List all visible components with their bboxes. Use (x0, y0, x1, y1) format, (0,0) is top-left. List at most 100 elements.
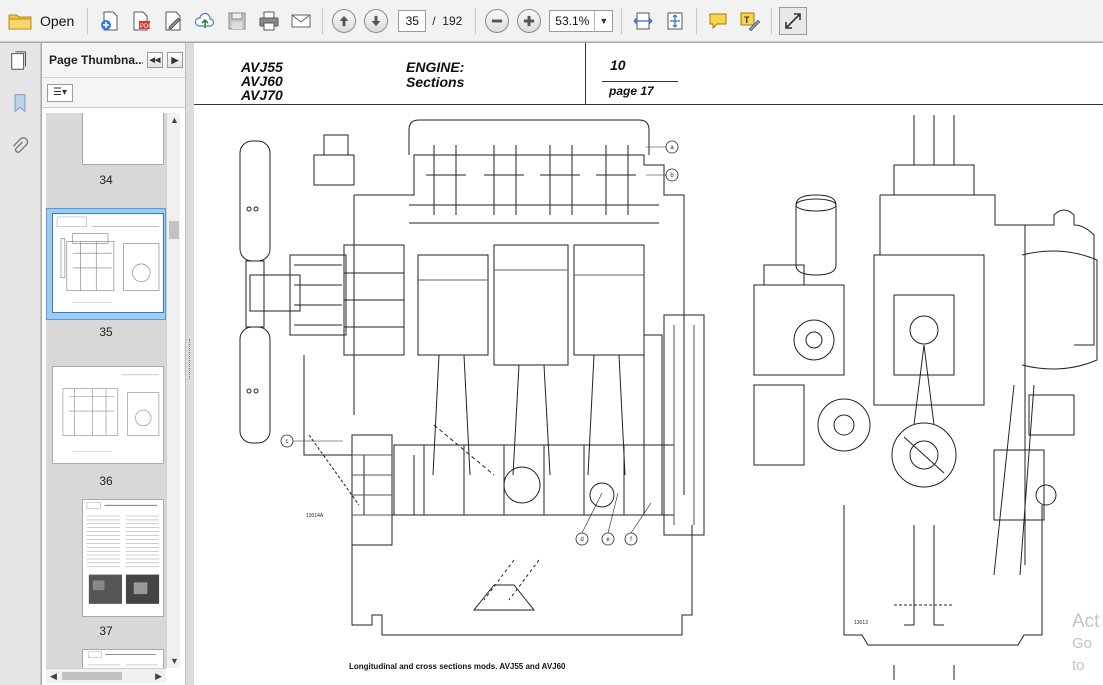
scroll-down-arrow[interactable]: ▼ (170, 656, 179, 666)
model-list: AVJ55 AVJ60 AVJ70 (241, 60, 283, 102)
figure-code: 13013 (854, 620, 868, 626)
model-name: AVJ60 (241, 73, 283, 89)
create-pdf-icon (101, 11, 118, 30)
upload-button[interactable] (191, 7, 219, 35)
edit-icon (165, 11, 181, 30)
svg-text:PDF: PDF (140, 24, 152, 30)
thumbnail-label: 36 (99, 474, 113, 488)
panel-collapse-button[interactable]: ◀◀ (147, 52, 163, 68)
main-toolbar: Open PDF / 192 ▼ (0, 0, 1103, 42)
fullscreen-icon (785, 12, 802, 29)
thumbnail-vertical-scrollbar[interactable]: ▲ ▼ (166, 113, 180, 668)
comment-button[interactable] (704, 7, 732, 35)
email-icon (291, 14, 311, 27)
create-pdf-button[interactable] (95, 7, 123, 35)
zoom-in-icon (524, 15, 535, 26)
print-icon (259, 11, 279, 30)
options-menu-button[interactable]: ☰▾ (47, 83, 73, 102)
highlight-button[interactable]: T (736, 7, 764, 35)
callout-label: e (606, 537, 610, 543)
thumbnail-label: 34 (99, 173, 113, 187)
splitter-grip[interactable] (189, 339, 191, 379)
toolbar-separator (475, 7, 477, 34)
toolbar-separator (621, 7, 623, 34)
scroll-right-arrow[interactable]: ▶ (155, 671, 162, 681)
email-button[interactable] (287, 7, 315, 35)
scroll-up-arrow[interactable]: ▲ (170, 115, 179, 125)
panel-splitter[interactable] (186, 43, 194, 685)
fullscreen-button[interactable] (779, 6, 808, 35)
zoom-out-button[interactable] (483, 7, 511, 35)
thumbnail-horizontal-scrollbar[interactable]: ◀ ▶ (46, 668, 166, 683)
header-divider (585, 43, 586, 105)
section-subheading: Sections (406, 74, 465, 90)
page-total: / 192 (432, 13, 463, 28)
export-pdf-button[interactable]: PDF (127, 7, 155, 35)
fit-page-icon (667, 12, 683, 29)
panel-title: Page Thumbna... (49, 53, 143, 67)
page-number-input[interactable] (398, 9, 427, 32)
chapter-number: 10 (610, 57, 626, 73)
document-page[interactable]: AVJ55 AVJ60 AVJ70 ENGINE: Sections 10 pa… (194, 43, 1103, 685)
bookmark-icon (14, 94, 26, 113)
thumbnail-label: 35 (99, 325, 113, 339)
watermark-line: Go to (1072, 635, 1093, 674)
section-heading: ENGINE: (406, 59, 465, 75)
scroll-left-arrow[interactable]: ◀ (50, 671, 57, 681)
section-title: ENGINE: Sections (406, 60, 464, 90)
page-label: page 17 (609, 84, 654, 98)
callout-label: a (670, 145, 674, 151)
thumbnail-preview (86, 502, 160, 604)
panel-expand-button[interactable]: ▶ (167, 52, 183, 68)
activation-watermark: Act Go to (1072, 611, 1103, 677)
watermark-line: Act (1072, 611, 1100, 632)
thumbnail-page[interactable] (82, 649, 164, 668)
svg-text:T: T (744, 15, 750, 25)
thumbnail-page[interactable] (82, 113, 164, 165)
attachments-panel-button[interactable] (8, 135, 32, 159)
thumbnail-preview (88, 651, 158, 666)
attachment-icon (12, 137, 29, 153)
toolbar-separator (322, 7, 324, 34)
page-up-icon (339, 15, 349, 26)
thumbnail-label: 37 (99, 624, 113, 638)
fit-width-button[interactable] (629, 7, 657, 35)
thumbnail-page[interactable] (52, 366, 164, 464)
panel-options: ☰▾ (42, 78, 185, 108)
save-button[interactable] (223, 7, 251, 35)
engine-section-drawing: a b c d e f 13014A 13013 (239, 115, 1098, 680)
folder-icon (8, 14, 32, 29)
upload-cloud-icon (195, 12, 215, 28)
print-button[interactable] (255, 7, 283, 35)
pages-icon (11, 51, 26, 70)
previous-page-button[interactable] (330, 7, 358, 35)
thumbnail-list[interactable]: 34 35 (46, 113, 166, 668)
callout-label: b (670, 173, 674, 179)
fit-page-button[interactable] (661, 7, 689, 35)
pages-panel-button[interactable] (8, 49, 32, 73)
thumbnail-page-selected[interactable] (52, 213, 164, 313)
edit-button[interactable] (159, 7, 187, 35)
navigation-rail (0, 43, 41, 685)
toolbar-separator (771, 7, 773, 34)
page-header: AVJ55 AVJ60 AVJ70 ENGINE: Sections 10 pa… (194, 43, 1103, 105)
zoom-in-button[interactable] (515, 7, 543, 35)
comment-icon (709, 13, 727, 29)
page-down-icon (371, 15, 381, 26)
zoom-select[interactable]: ▼ (549, 9, 614, 32)
thumbnail-preview (62, 374, 160, 452)
next-page-button[interactable] (362, 7, 390, 35)
highlight-icon: T (740, 12, 761, 31)
figure-caption: Longitudinal and cross sections mods. AV… (349, 662, 566, 671)
thumbnail-page[interactable] (82, 499, 164, 617)
page-thumbnails-panel: Page Thumbna... ◀◀ ▶ ☰▾ 34 35 (42, 43, 186, 685)
fit-width-icon (633, 12, 653, 29)
scrollbar-thumb[interactable] (62, 672, 122, 680)
chevron-down-icon[interactable]: ▼ (594, 10, 612, 31)
zoom-input[interactable] (550, 10, 595, 31)
bookmarks-panel-button[interactable] (8, 91, 32, 115)
open-button[interactable]: Open (0, 4, 82, 38)
model-name: AVJ55 (241, 59, 283, 75)
scrollbar-thumb[interactable] (169, 221, 179, 239)
chapter-rule (602, 81, 678, 82)
